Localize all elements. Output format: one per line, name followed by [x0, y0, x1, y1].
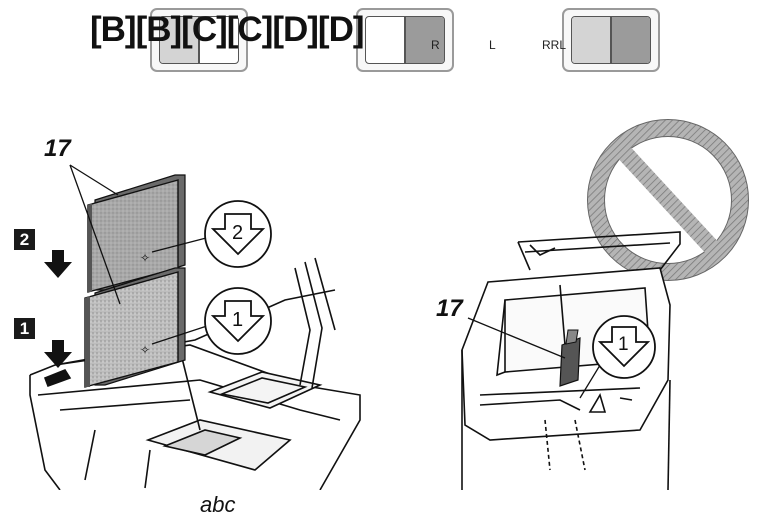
document-top: [87, 174, 186, 293]
key-box-3-dark-half: [612, 17, 650, 63]
key-box-2-face: [365, 16, 445, 64]
arrow-circle-2: [204, 200, 272, 268]
key-sequence-text: [B][B][C][C][D][D]: [90, 10, 365, 49]
document-bottom: [84, 267, 186, 388]
key-box-3: [562, 8, 660, 72]
figure-caption: abc: [200, 492, 236, 517]
key-box-1-face: [159, 16, 239, 64]
arrow-1-label: 1: [232, 309, 244, 331]
scanner-machine-body: [29, 257, 361, 490]
arrow-2-label: 2: [232, 222, 244, 244]
prohibited-icon: [587, 119, 749, 281]
key-box-2: [356, 8, 454, 72]
key-box-1: [150, 8, 248, 72]
svg-text:✧: ✧: [140, 343, 150, 357]
label-l: L: [489, 38, 496, 52]
arrow-circle-1: [204, 287, 272, 355]
step-1-badge: 1: [14, 318, 35, 339]
key-box-1-light-half: [160, 17, 198, 63]
scanner-open-lid: [517, 231, 681, 271]
right-arrow-1-label: 1: [618, 334, 629, 355]
label-rrl: RRL: [542, 38, 567, 52]
document-in-slot: [559, 337, 581, 387]
left-part-number-17: 17: [44, 135, 71, 162]
key-box-3-face: [571, 16, 651, 64]
step-1-arrow-icon: [44, 340, 72, 368]
label-r: R: [431, 38, 440, 52]
right-part-number-17: 17: [436, 295, 463, 322]
arrow-circle-right: [592, 315, 656, 379]
step-2-arrow-icon: [44, 250, 72, 278]
key-box-1-divider: [198, 17, 200, 63]
right-machine-illustration: [461, 119, 749, 490]
key-box-2-dark-half: [406, 17, 444, 63]
key-box-3-light-half: [572, 17, 610, 63]
left-machine-illustration: ✧ ✧: [29, 164, 361, 490]
step-2-badge: 2: [14, 229, 35, 250]
key-box-3-divider: [610, 17, 612, 63]
svg-text:✧: ✧: [140, 251, 150, 265]
key-box-2-divider: [404, 17, 406, 63]
